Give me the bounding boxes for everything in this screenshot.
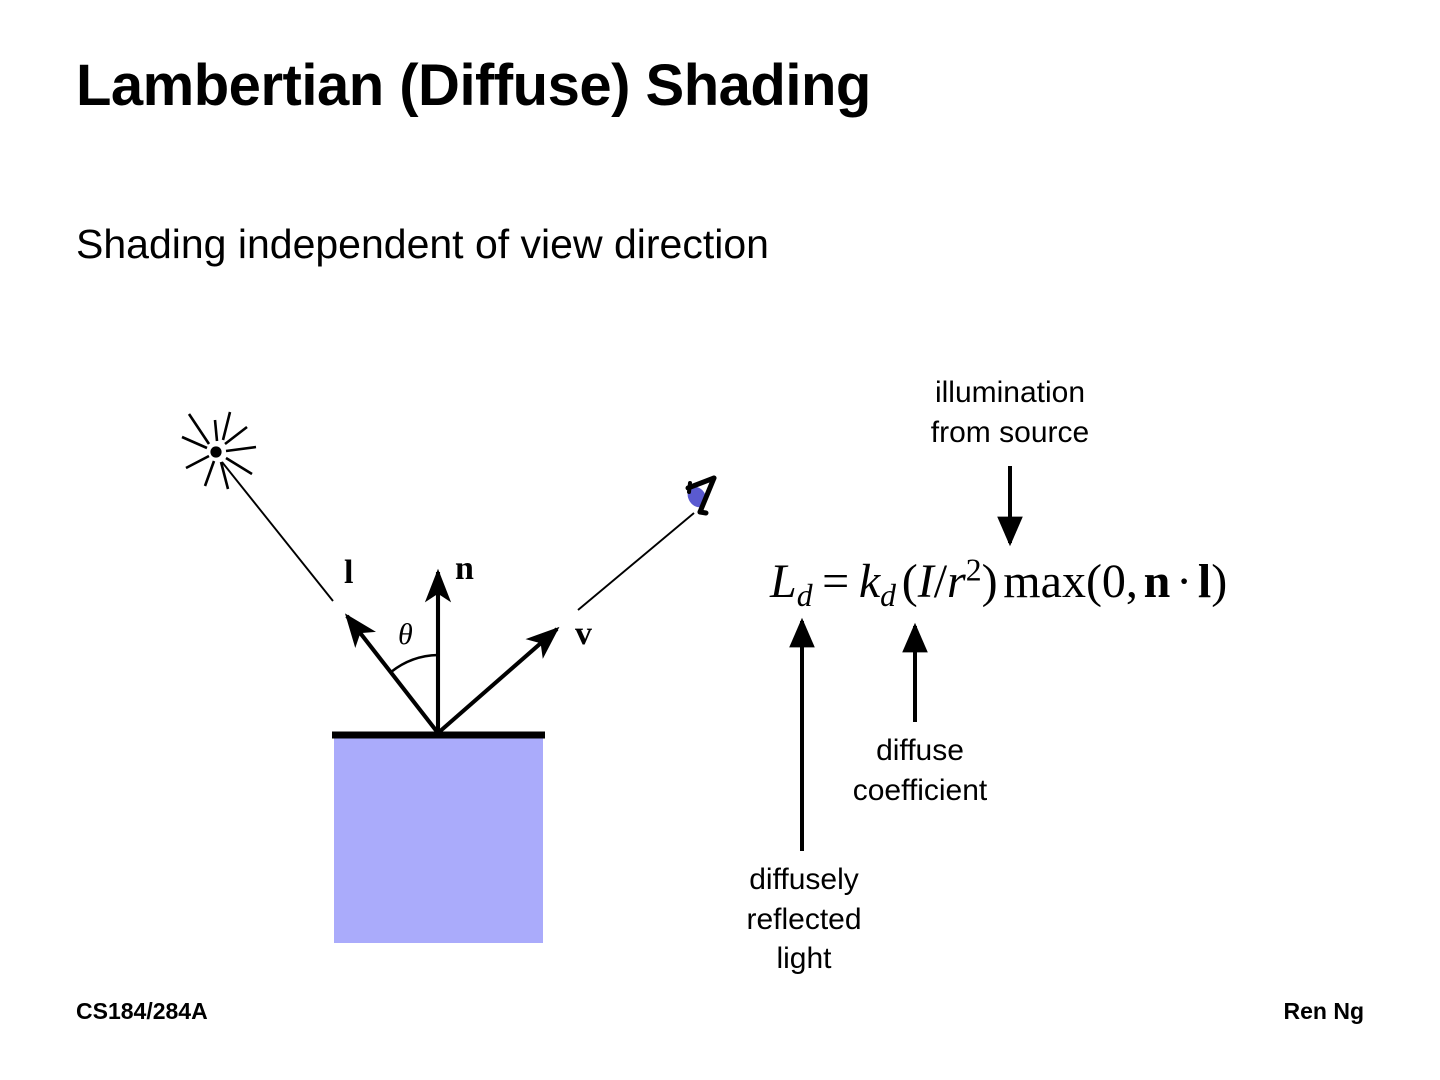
illumination-from-source-label: illumination from source (930, 376, 1090, 449)
light-source-burst-icon (181, 411, 257, 490)
formula-open-paren: ( (901, 555, 918, 608)
formula-normal: n (1143, 555, 1171, 608)
view-vector-label: v (575, 615, 592, 652)
light-ray-line (221, 461, 334, 602)
shading-equation: Ld=kd(I/r2)max(0,n·l) (770, 554, 1228, 613)
formula-intensity: I (917, 555, 934, 608)
theta-angle-arc (390, 653, 439, 674)
slide-subtitle: Shading independent of view direction (76, 221, 769, 267)
formula-comma: , (1125, 555, 1138, 608)
formula-equals: = (822, 555, 850, 608)
footer-author-label: Ren Ng (1283, 998, 1365, 1024)
formula-max: max (1003, 555, 1086, 608)
normal-vector-label: n (455, 550, 474, 587)
formula-close-paren: ) (981, 555, 998, 608)
diffusely-reflected-light-label: diffusely reflected light (746, 863, 862, 976)
eye-icon (685, 475, 717, 516)
light-vector-label: l (344, 554, 354, 591)
diffuse-surface-square (332, 731, 545, 943)
formula-max-open: ( (1085, 555, 1102, 608)
formula-zero: 0 (1101, 555, 1126, 608)
formula-slash: / (933, 555, 948, 608)
light-direction-vector (344, 613, 440, 735)
formula-light: l (1197, 555, 1212, 608)
diffuse-coefficient-label: diffuse coefficient (852, 734, 988, 807)
formula-kd: kd (858, 555, 896, 613)
formula-radius: r (947, 555, 966, 608)
view-ray-line (577, 512, 695, 611)
formula-Ld: Ld (770, 555, 813, 613)
footer-course-label: CS184/284A (76, 998, 208, 1024)
view-direction-vector (436, 626, 560, 735)
theta-angle-label: θ (398, 618, 413, 651)
formula-radius-exponent: 2 (965, 552, 982, 588)
formula-max-close: ) (1211, 555, 1228, 608)
formula-dot: · (1176, 555, 1193, 608)
page-title: Lambertian (Diffuse) Shading (76, 53, 871, 118)
